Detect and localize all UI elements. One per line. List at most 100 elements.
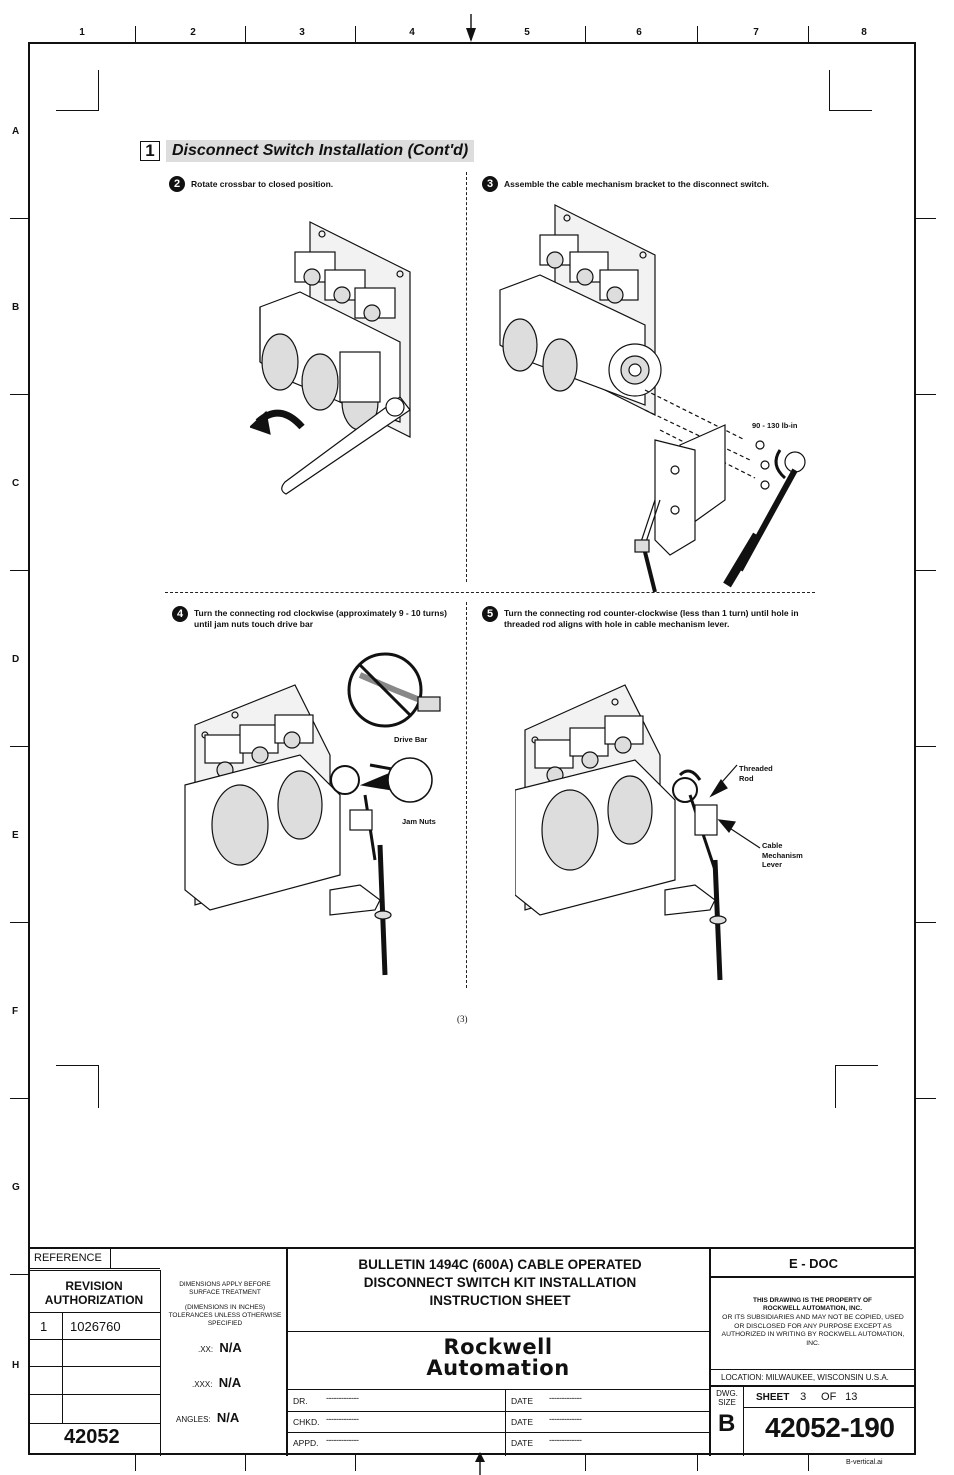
property-notice-1: THIS DRAWING IS THE PROPERTY OF ROCKWELL… xyxy=(752,1297,873,1312)
row-divider xyxy=(10,394,28,395)
row-divider xyxy=(10,570,28,571)
revision-authorization-label: REVISION AUTHORIZATION xyxy=(44,1279,144,1307)
tolerance-xxx-label: .XXX: xyxy=(192,1380,213,1389)
center-arrow-top-icon xyxy=(466,14,476,42)
file-note: B-vertical.ai xyxy=(846,1459,883,1466)
date-value: ------------- xyxy=(549,1435,582,1445)
step-divider-vertical xyxy=(466,602,467,988)
row-letter: A xyxy=(12,126,20,137)
column-divider xyxy=(808,26,809,42)
column-divider xyxy=(245,26,246,42)
tb-line xyxy=(62,1312,63,1424)
row-divider xyxy=(10,1274,28,1275)
row-letter: E xyxy=(12,830,19,841)
tolerance-xxx-value: N/A xyxy=(218,1375,242,1390)
step-text: Turn the connecting rod counter-clockwis… xyxy=(504,608,799,629)
date-value: ------------- xyxy=(549,1393,582,1403)
title-block-top-line xyxy=(30,1247,916,1249)
drawing-base-number: 42052 xyxy=(64,1426,120,1448)
column-divider xyxy=(697,1455,698,1471)
sheet-number: 3 xyxy=(800,1391,807,1403)
tolerance-angles-value: N/A xyxy=(216,1410,240,1425)
column-divider xyxy=(245,1455,246,1471)
tolerance-xx: .XX: N/A xyxy=(198,1340,242,1355)
tolerance-angles: ANGLES: N/A xyxy=(176,1410,239,1425)
dr-value: ------------- xyxy=(326,1393,359,1403)
appd-label: APPD. xyxy=(293,1438,319,1448)
callout-torque: 90 - 130 lb-in xyxy=(752,421,798,430)
tb-line xyxy=(110,1249,111,1269)
tb-line xyxy=(288,1331,710,1332)
step-number: 5 xyxy=(482,606,498,622)
column-divider xyxy=(355,1455,356,1471)
tolerance-xxx: .XXX: N/A xyxy=(192,1375,241,1390)
tb-line xyxy=(288,1432,710,1433)
column-number: 6 xyxy=(636,27,642,38)
date-value: ------------- xyxy=(549,1414,582,1424)
step-number: 4 xyxy=(172,606,188,622)
tb-line xyxy=(30,1268,160,1269)
column-divider xyxy=(355,26,356,42)
crop-mark xyxy=(56,1065,99,1108)
crop-mark xyxy=(829,70,872,111)
step-2: 2 Rotate crossbar to closed position. xyxy=(169,176,449,192)
company-logo: Rockwell Automation xyxy=(418,1337,578,1379)
row-divider xyxy=(916,746,936,747)
row-letter: C xyxy=(12,478,20,489)
tb-line xyxy=(711,1385,916,1387)
company-name-line2: Automation xyxy=(426,1356,570,1380)
sheet-label: SHEET xyxy=(756,1392,790,1403)
row-letter: F xyxy=(12,1006,19,1017)
dwg-size: B xyxy=(718,1410,736,1437)
step-text: Rotate crossbar to closed position. xyxy=(191,179,334,189)
tb-line xyxy=(30,1270,160,1271)
step-4: 4 Turn the connecting rod clockwise (app… xyxy=(172,606,462,630)
tb-line xyxy=(743,1387,744,1456)
drawing-number: 42052-190 xyxy=(765,1412,895,1443)
row-letter: B xyxy=(12,302,20,313)
column-divider xyxy=(585,26,586,42)
row-divider xyxy=(10,746,28,747)
row-letter: G xyxy=(12,1182,20,1193)
section-number: 1 xyxy=(140,141,160,161)
section-heading: Disconnect Switch Installation (Cont'd) xyxy=(166,140,475,162)
column-number: 4 xyxy=(409,27,415,38)
column-number: 3 xyxy=(299,27,305,38)
callout-drive-bar: Drive Bar xyxy=(394,735,428,744)
crop-mark xyxy=(835,1065,878,1108)
date-label: DATE xyxy=(511,1396,534,1406)
callout-cable-lever: Cable Mechanism Lever xyxy=(762,841,803,869)
column-divider xyxy=(697,26,698,42)
tolerance-angles-label: ANGLES: xyxy=(176,1415,211,1424)
step-number: 3 xyxy=(482,176,498,192)
column-divider xyxy=(135,1455,136,1471)
tolerances-note: (DIMENSIONS IN INCHES) TOLERANCES UNLESS… xyxy=(168,1304,282,1327)
column-divider xyxy=(585,1455,586,1471)
of-label: OF xyxy=(821,1391,837,1403)
step-divider-vertical xyxy=(466,172,467,582)
crop-mark xyxy=(56,70,99,111)
chkd-label: CHKD. xyxy=(293,1417,320,1427)
step-5: 5 Turn the connecting rod counter-clockw… xyxy=(482,606,802,630)
tb-line xyxy=(286,1249,288,1456)
row-divider xyxy=(10,1098,28,1099)
dr-label: DR. xyxy=(293,1396,308,1406)
step-text: Assemble the cable mechanism bracket to … xyxy=(504,179,770,189)
dwg-size-label: DWG. SIZE xyxy=(716,1389,738,1407)
rev-number: 1 xyxy=(40,1319,48,1334)
row-divider xyxy=(916,394,936,395)
tb-line xyxy=(505,1389,506,1456)
column-divider xyxy=(135,26,136,42)
callout-threaded-rod: Threaded Rod xyxy=(739,764,773,783)
tb-line xyxy=(743,1407,916,1408)
document-title: BULLETIN 1494C (600A) CABLE OPERATED DIS… xyxy=(358,1257,642,1308)
column-number: 2 xyxy=(190,27,196,38)
row-divider xyxy=(10,922,28,923)
row-divider xyxy=(916,1098,936,1099)
tolerance-xx-value: N/A xyxy=(219,1340,242,1355)
step-divider-horizontal xyxy=(165,592,815,593)
rev-code: 1026760 xyxy=(70,1319,121,1334)
date-label: DATE xyxy=(511,1417,534,1427)
tb-line xyxy=(30,1423,160,1424)
reference-label: REFERENCE xyxy=(34,1252,102,1264)
